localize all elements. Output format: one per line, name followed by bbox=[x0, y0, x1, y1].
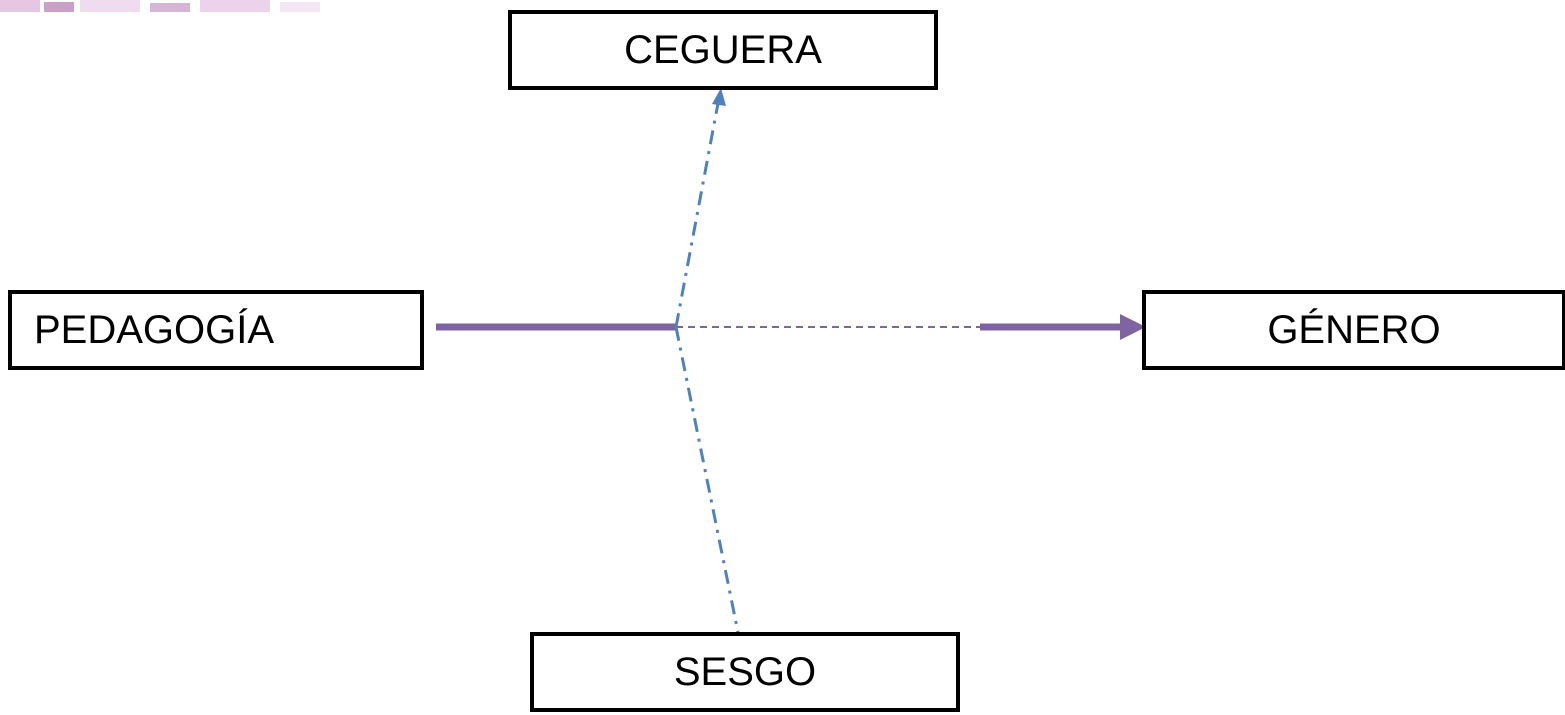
pedagogia-box: PEDAGOGÍA bbox=[8, 290, 424, 370]
genero-label: GÉNERO bbox=[1267, 307, 1441, 352]
pedagogia-label: PEDAGOGÍA bbox=[34, 307, 275, 352]
sesgo-label: SESGO bbox=[673, 649, 817, 694]
main-arrow-head bbox=[1120, 314, 1146, 340]
genero-box: GÉNERO bbox=[1142, 290, 1565, 370]
ceguera-box: CEGUERA bbox=[508, 10, 938, 90]
arrow-to-sesgo-line bbox=[674, 326, 744, 653]
sesgo-box: SESGO bbox=[530, 632, 960, 712]
arrow-to-ceguera-head bbox=[712, 88, 726, 106]
decorative-image-fragment bbox=[0, 0, 320, 12]
ceguera-label: CEGUERA bbox=[624, 27, 822, 72]
arrow-to-ceguera-line bbox=[674, 97, 721, 328]
